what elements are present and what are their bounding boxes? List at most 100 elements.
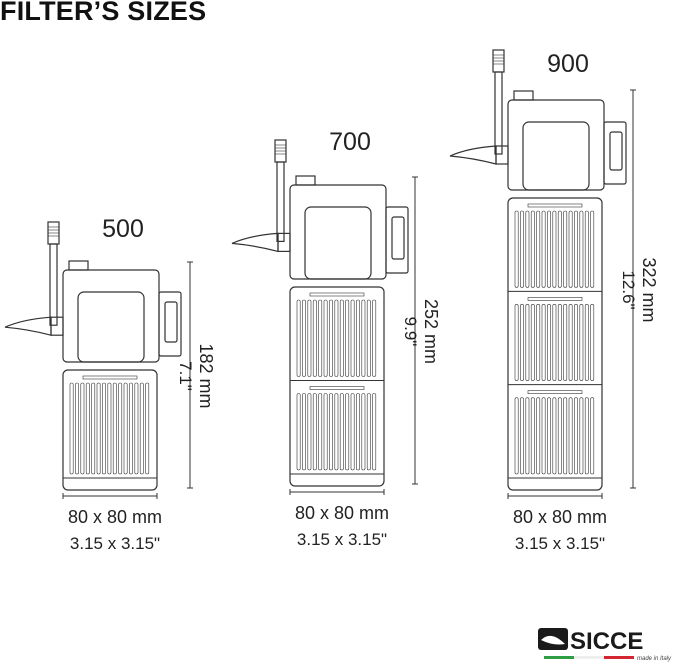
grille-slot	[552, 397, 557, 475]
grille-slot	[574, 397, 578, 475]
side-handle	[609, 131, 623, 171]
grille-slot	[514, 304, 519, 381]
grille-slot	[525, 397, 530, 475]
top-knob	[513, 90, 534, 101]
grille-slot	[318, 393, 323, 471]
grille-slot	[584, 210, 589, 288]
grille-slot	[307, 393, 312, 471]
grille-slot	[329, 299, 333, 377]
slot-marker	[309, 386, 365, 390]
grille-slot	[525, 304, 530, 381]
top-knob	[295, 175, 316, 186]
grille-slot	[112, 382, 117, 475]
grille-slot	[552, 304, 557, 381]
grille-slot	[590, 210, 595, 288]
grille-slot	[329, 393, 333, 471]
width-mm-label: 80 x 80 mm	[68, 507, 162, 527]
side-panel	[603, 121, 627, 185]
page-title: FILTER’S SIZES	[0, 0, 207, 26]
sicce-logo: SICCE made in Italy	[538, 628, 672, 662]
grille-slot	[547, 210, 551, 288]
width-inch-label: 3.15 x 3.15"	[70, 534, 160, 553]
width-mm-label: 80 x 80 mm	[295, 503, 389, 523]
slot-marker	[309, 292, 365, 297]
grille-slot	[520, 210, 524, 288]
width-mm-label: 80 x 80 mm	[513, 507, 607, 527]
height-inch-label: 9.9"	[401, 317, 420, 347]
grille-slot	[339, 299, 344, 377]
model-label: 900	[547, 50, 589, 78]
grille-slot	[96, 382, 101, 475]
grille-slot	[530, 304, 535, 381]
grille-slot	[568, 397, 573, 475]
grille-slot	[323, 393, 328, 471]
logo-brand: SICCE	[570, 628, 643, 655]
grille-slot	[520, 304, 524, 381]
grille-slot	[372, 393, 377, 471]
filter-body	[62, 369, 158, 491]
grille-slot	[75, 382, 79, 475]
height-inch-label: 12.6"	[619, 270, 638, 309]
grille-slot	[536, 397, 541, 475]
nozzle	[4, 316, 52, 336]
nozzle	[449, 145, 497, 165]
grille-slot	[139, 382, 144, 475]
outlet-pipe	[276, 161, 285, 243]
height-mm-label: 182 mm	[196, 343, 216, 408]
width-inch-label: 3.15 x 3.15"	[515, 534, 605, 553]
grille-slot	[563, 397, 568, 475]
grille-slot	[123, 382, 128, 475]
side-panel	[158, 291, 182, 357]
side-panel	[385, 206, 409, 274]
side-handle	[164, 301, 178, 343]
height-mm-label: 322 mm	[639, 257, 659, 322]
slot-marker	[527, 390, 583, 394]
outlet-pipe	[494, 71, 503, 155]
grille-slot	[568, 210, 573, 288]
grille-slot	[356, 393, 360, 471]
grille-slot	[563, 304, 568, 381]
grille-slot	[312, 393, 317, 471]
head-window	[77, 291, 145, 363]
grille-slot	[91, 382, 96, 475]
outlet-pipe	[49, 243, 58, 326]
grille-slot	[366, 393, 371, 471]
filter-body	[507, 197, 603, 491]
grille-slot	[361, 299, 366, 377]
grille-slot	[366, 299, 371, 377]
grille-slot	[514, 210, 519, 288]
grille-slot	[102, 382, 106, 475]
grille-slot	[590, 397, 595, 475]
grille-slot	[302, 393, 306, 471]
grille-slot	[334, 393, 339, 471]
grille-slot	[307, 299, 312, 377]
grille-slot	[536, 304, 541, 381]
grille-slot	[345, 299, 350, 377]
grille-slot	[296, 393, 301, 471]
grille-slot	[579, 210, 584, 288]
grille-slot	[520, 397, 524, 475]
head-window	[522, 121, 590, 191]
grille-slot	[584, 397, 589, 475]
grille-slot	[552, 210, 557, 288]
side-handle	[391, 216, 405, 260]
logo-tagline: made in Italy	[637, 656, 672, 662]
grille-slot	[541, 210, 546, 288]
grille-slot	[372, 299, 377, 377]
grille-slot	[514, 397, 519, 475]
grille-slot	[312, 299, 317, 377]
grille-slot	[525, 210, 530, 288]
grille-slot	[134, 382, 139, 475]
grille-slot	[145, 382, 150, 475]
grille-slot	[530, 210, 535, 288]
height-mm-label: 252 mm	[421, 299, 441, 364]
grille-slot	[323, 299, 328, 377]
grille-slot	[579, 397, 584, 475]
model-label: 700	[329, 128, 371, 156]
grille-slot	[547, 304, 551, 381]
grille-slot	[350, 393, 355, 471]
head-window	[304, 206, 372, 280]
width-inch-label: 3.15 x 3.15"	[297, 530, 387, 549]
